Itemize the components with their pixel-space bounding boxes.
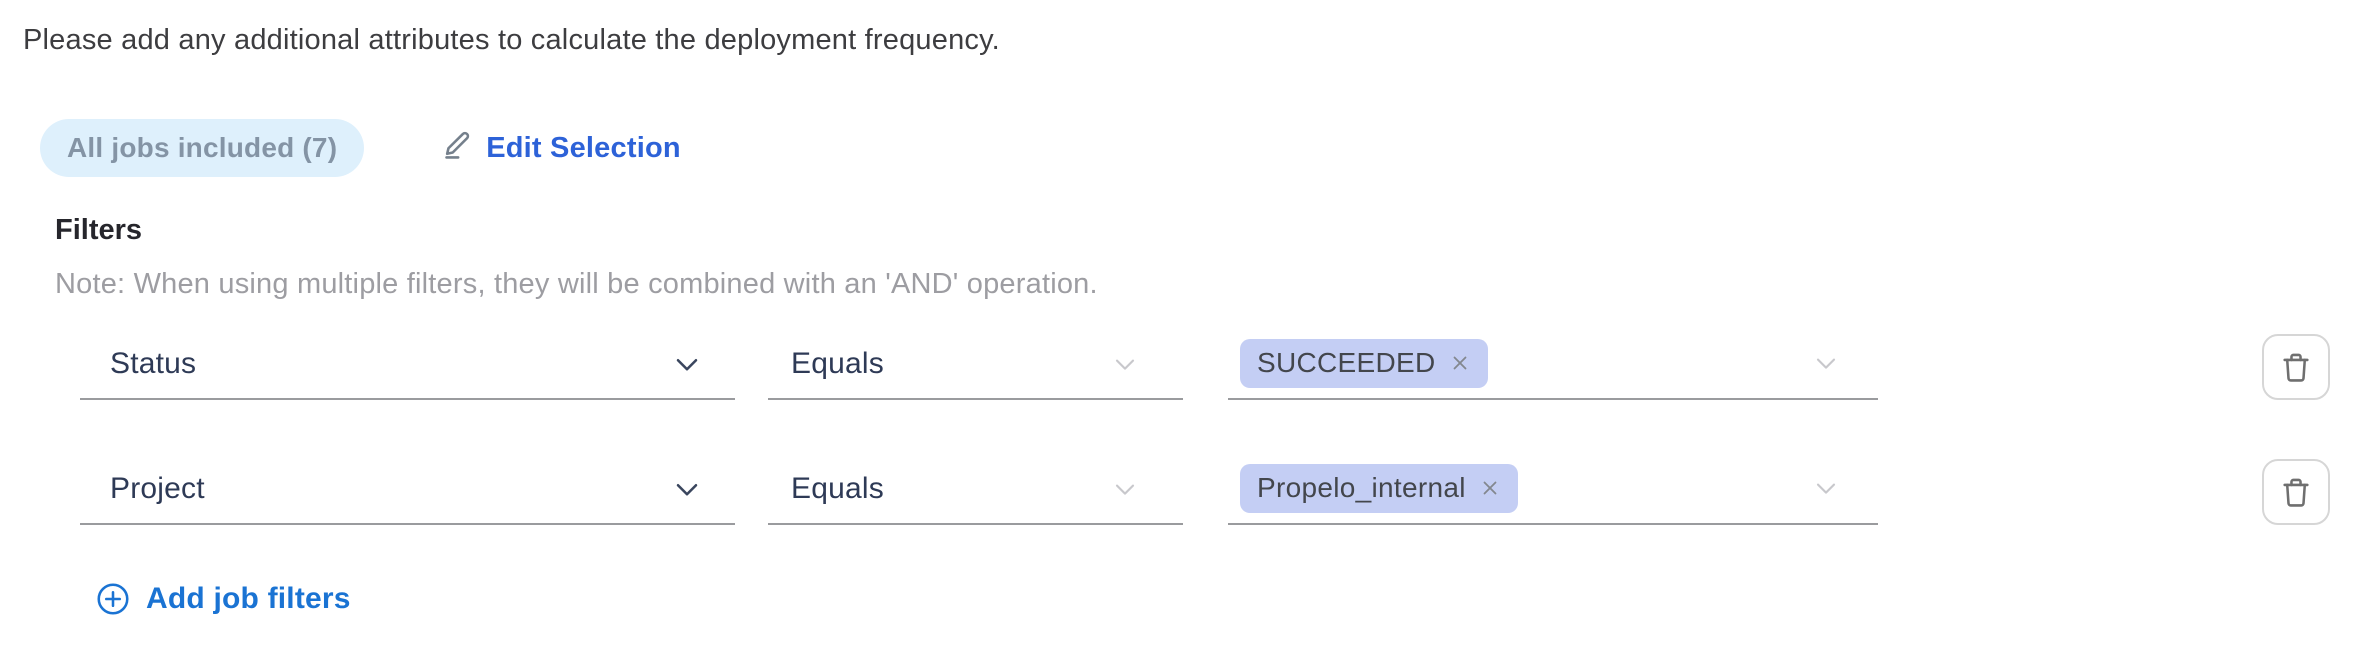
pencil-icon xyxy=(442,129,473,168)
values-multiselect[interactable]: Propelo_internal xyxy=(1228,461,1878,525)
edit-selection-label: Edit Selection xyxy=(486,131,681,164)
trash-icon xyxy=(2279,475,2313,509)
chevron-down-icon xyxy=(1810,472,1842,504)
add-job-filters-label: Add job filters xyxy=(146,582,351,615)
edit-selection-button[interactable]: Edit Selection xyxy=(442,129,681,168)
deployment-frequency-filter-panel: Please add any additional attributes to … xyxy=(0,24,2376,654)
instruction-text: Please add any additional attributes to … xyxy=(23,24,1000,56)
delete-filter-row-button[interactable] xyxy=(2262,459,2330,525)
attribute-select[interactable]: Status xyxy=(80,336,735,400)
add-job-filters-button[interactable]: Add job filters xyxy=(95,581,351,617)
value-tag-label: Propelo_internal xyxy=(1257,471,1466,503)
x-icon[interactable] xyxy=(1479,477,1501,499)
chevron-down-icon xyxy=(669,471,705,507)
chevron-down-icon xyxy=(669,346,705,382)
attribute-select[interactable]: Project xyxy=(80,461,735,525)
filter-row: Status Equals SUCCEEDED xyxy=(80,334,2330,400)
filters-heading: Filters xyxy=(55,214,143,246)
operator-select[interactable]: Equals xyxy=(768,336,1183,400)
values-multiselect[interactable]: SUCCEEDED xyxy=(1228,336,1878,400)
operator-select[interactable]: Equals xyxy=(768,461,1183,525)
value-tag: Propelo_internal xyxy=(1240,463,1518,513)
plus-circle-icon xyxy=(95,581,131,617)
x-icon[interactable] xyxy=(1449,352,1471,374)
chevron-down-icon xyxy=(1810,347,1842,379)
attribute-select-value: Project xyxy=(110,472,205,505)
operator-select-value: Equals xyxy=(791,347,884,380)
jobs-included-badge: All jobs included (7) xyxy=(40,119,365,177)
value-tag-label: SUCCEEDED xyxy=(1257,346,1436,378)
filter-row: Project Equals Propelo_internal xyxy=(80,459,2330,525)
filters-note: Note: When using multiple filters, they … xyxy=(55,268,1098,300)
chevron-down-icon xyxy=(1109,473,1141,505)
trash-icon xyxy=(2279,350,2313,384)
operator-select-value: Equals xyxy=(791,472,884,505)
attribute-select-value: Status xyxy=(110,347,197,380)
jobs-summary-row: All jobs included (7) Edit Selection xyxy=(40,119,2376,177)
chevron-down-icon xyxy=(1109,348,1141,380)
delete-filter-row-button[interactable] xyxy=(2262,334,2330,400)
value-tag: SUCCEEDED xyxy=(1240,338,1488,388)
